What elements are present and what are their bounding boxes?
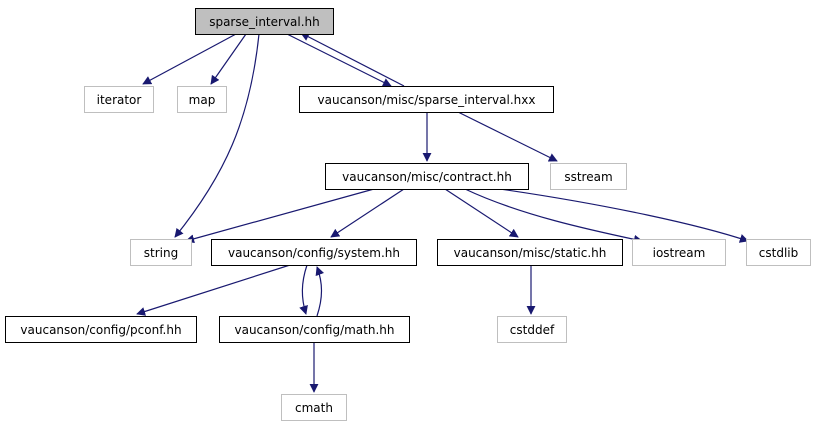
node-sstream: sstream bbox=[550, 163, 627, 190]
node-box bbox=[299, 86, 554, 113]
edge-sparse_interval_hh-to-map bbox=[210, 33, 247, 85]
node-sparse_interval_hh: sparse_interval.hh bbox=[195, 8, 334, 35]
node-label: iostream bbox=[653, 246, 706, 260]
node-box bbox=[746, 239, 811, 266]
node-box bbox=[177, 86, 227, 113]
edge-contract_hh-to-system_hh bbox=[330, 188, 405, 238]
node-pconf_hh[interactable]: vaucanson/config/pconf.hh bbox=[5, 316, 197, 343]
node-label: iterator bbox=[97, 93, 142, 107]
node-label: vaucanson/config/system.hh bbox=[228, 246, 400, 260]
node-label: cmath bbox=[295, 401, 333, 415]
node-box bbox=[5, 316, 197, 343]
node-sparse_interval_hxx[interactable]: vaucanson/misc/sparse_interval.hxx bbox=[299, 86, 554, 113]
node-map: map bbox=[177, 86, 227, 113]
edge-contract_hh-to-string bbox=[185, 188, 375, 244]
edge-contract_hh-to-cstdlib bbox=[499, 188, 749, 243]
node-box bbox=[84, 86, 154, 113]
node-box bbox=[497, 316, 567, 343]
edges-layer bbox=[136, 32, 749, 393]
node-label: cstddef bbox=[510, 323, 555, 337]
node-cmath: cmath bbox=[281, 394, 347, 421]
node-box bbox=[195, 8, 334, 35]
node-label: vaucanson/misc/static.hh bbox=[454, 246, 607, 260]
edge-sparse_interval_hxx-to-sstream bbox=[457, 111, 558, 162]
node-string: string bbox=[130, 239, 192, 266]
node-box bbox=[281, 394, 347, 421]
node-label: sstream bbox=[564, 170, 612, 184]
node-box bbox=[632, 239, 726, 266]
edge-math_hh-to-system_hh bbox=[315, 266, 325, 317]
node-box bbox=[130, 239, 192, 266]
node-iostream: iostream bbox=[632, 239, 726, 266]
edge-sparse_interval_hh-to-sparse_interval_hxx bbox=[286, 33, 392, 87]
edge-contract_hh-to-static_hh bbox=[444, 188, 519, 238]
node-static_hh[interactable]: vaucanson/misc/static.hh bbox=[437, 239, 623, 266]
edge-system_hh-to-pconf_hh bbox=[136, 264, 291, 316]
edge-contract_hh-to-iostream bbox=[464, 188, 643, 244]
edge-sparse_interval_hh-to-string bbox=[174, 33, 260, 238]
node-cstddef: cstddef bbox=[497, 316, 567, 343]
node-system_hh[interactable]: vaucanson/config/system.hh bbox=[211, 239, 417, 266]
node-cstdlib: cstdlib bbox=[746, 239, 811, 266]
node-label: cstdlib bbox=[759, 246, 798, 260]
node-box bbox=[219, 316, 410, 343]
node-label: sparse_interval.hh bbox=[209, 15, 320, 29]
edge-sparse_interval_hxx-to-sparse_interval_hh bbox=[300, 32, 405, 87]
node-label: vaucanson/misc/contract.hh bbox=[342, 170, 512, 184]
node-box bbox=[437, 239, 623, 266]
edge-sparse_interval_hh-to-iterator bbox=[142, 33, 237, 85]
edge-system_hh-to-math_hh bbox=[299, 264, 308, 315]
node-label: vaucanson/misc/sparse_interval.hxx bbox=[318, 93, 536, 107]
node-box bbox=[325, 163, 529, 190]
node-box bbox=[550, 163, 627, 190]
node-math_hh[interactable]: vaucanson/config/math.hh bbox=[219, 316, 410, 343]
nodes-layer: sparse_interval.hh iterator map vaucanson/m… bbox=[5, 8, 811, 421]
node-contract_hh[interactable]: vaucanson/misc/contract.hh bbox=[325, 163, 529, 190]
node-label: string bbox=[144, 246, 178, 260]
node-label: vaucanson/config/math.hh bbox=[234, 323, 394, 337]
node-label: map bbox=[189, 93, 216, 107]
node-box bbox=[211, 239, 417, 266]
node-label: vaucanson/config/pconf.hh bbox=[20, 323, 181, 337]
node-iterator: iterator bbox=[84, 86, 154, 113]
